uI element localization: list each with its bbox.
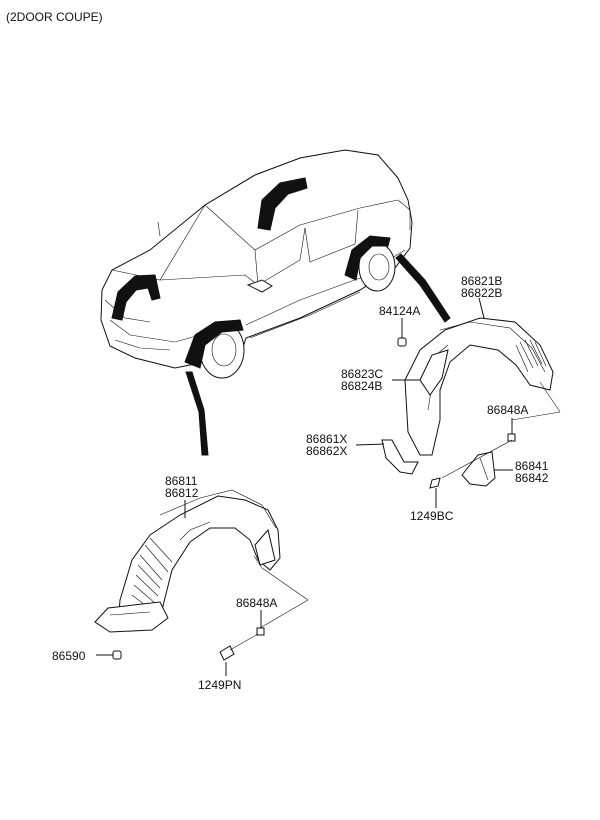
label-86590: 86590 [52,649,86,663]
label-86811: 86811 [165,474,198,488]
rear-bracket [381,439,419,475]
label-86812: 86812 [165,486,199,500]
label-1249BC: 1249BC [410,509,454,523]
label-86848A-rear: 86848A [487,403,528,417]
screw-1249BC [429,477,441,489]
label-84124A: 84124A [379,304,420,318]
label-1249PN: 1249PN [198,678,241,692]
label-86841: 86841 [515,459,549,473]
clip-86590 [112,650,122,660]
nut-86848A-front [256,627,265,636]
label-86821B: 86821B [461,274,502,288]
clip-84124A [397,337,407,347]
label-86848A-front: 86848A [236,596,277,610]
label-86861X: 86861X [306,432,347,446]
front-inner-fender [94,489,281,633]
rear-mud-guard [461,451,496,487]
front-pointer-arrow [185,371,209,456]
label-86824B: 86824B [341,379,382,393]
rear-inner-fender [404,317,554,456]
screw-1249PN [219,645,235,661]
rear-pointer-arrow [395,253,451,323]
label-86823C: 86823C [341,367,383,381]
car-illustration [100,149,413,379]
label-86842: 86842 [515,471,549,485]
label-86862X: 86862X [306,444,347,458]
diagram-title: (2DOOR COUPE) [6,10,103,24]
label-86822B: 86822B [461,286,502,300]
